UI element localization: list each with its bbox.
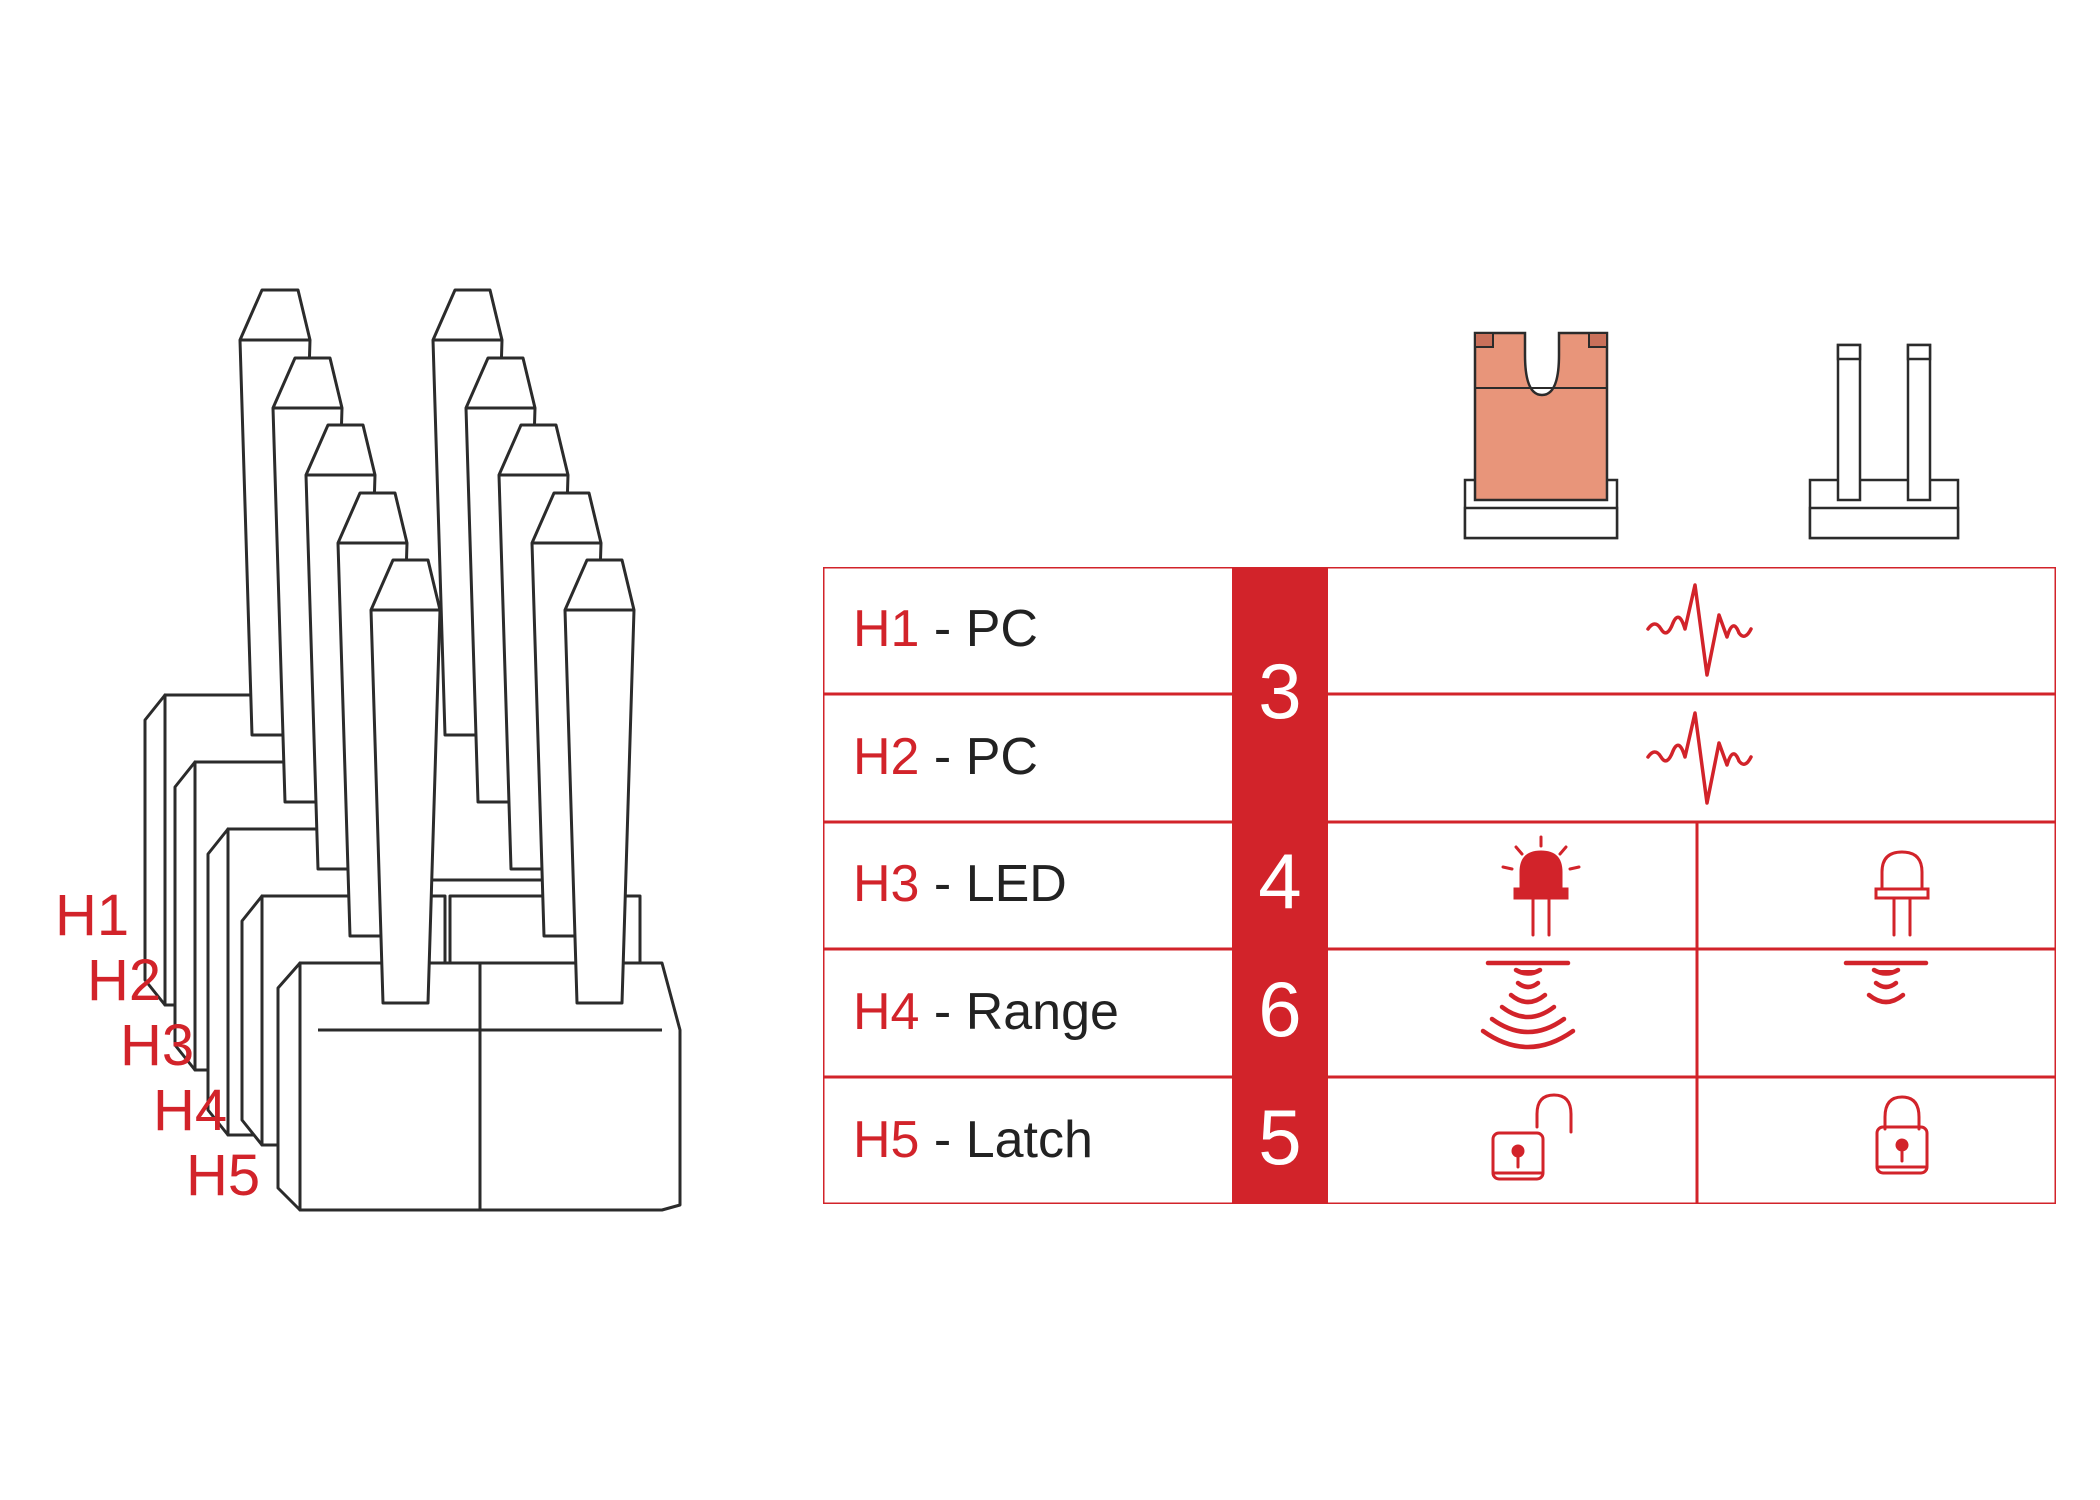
padlock-closed-icon — [1875, 1095, 1929, 1175]
range-short-icon — [1843, 960, 1929, 1005]
row-separator: - — [919, 983, 966, 1041]
jumper-settings-table — [823, 567, 2056, 1204]
row-name: PC — [965, 600, 1038, 658]
jumper-installed-icon — [1463, 331, 1619, 540]
row-name: LED — [965, 855, 1067, 913]
header-label-h3: H3 — [120, 1013, 195, 1078]
row-separator: - — [919, 1111, 966, 1169]
led-off-icon — [1874, 850, 1930, 937]
row-name: Latch — [965, 1111, 1093, 1169]
jumper-removed-icon — [1808, 343, 1960, 540]
header-base-row-5 — [276, 961, 682, 1212]
row-code: H4 — [853, 983, 920, 1041]
header-label-h1: H1 — [55, 883, 130, 948]
header-label-h5: H5 — [186, 1143, 261, 1208]
led-lit-icon — [1501, 835, 1581, 937]
row-code: H5 — [853, 1111, 920, 1169]
number-column — [1232, 567, 1328, 1204]
pin-count-pc: 3 — [1258, 647, 1302, 735]
pin-count-range: 6 — [1258, 965, 1302, 1053]
pin-row-5 — [369, 558, 636, 1005]
row-code: H1 — [853, 600, 920, 658]
row-code: H3 — [853, 855, 920, 913]
row-name: PC — [965, 728, 1038, 786]
row-separator: - — [919, 855, 966, 913]
header-label-h4: H4 — [153, 1078, 228, 1143]
row-separator: - — [919, 728, 966, 786]
row-label-h4: H4 - Range — [853, 986, 1119, 1038]
pulse-waveform-icon — [1646, 583, 1753, 677]
row-separator: - — [919, 600, 966, 658]
pin-count-led: 4 — [1258, 837, 1302, 925]
row-label-h2: H2 - PC — [853, 731, 1038, 783]
row-name: Range — [965, 983, 1119, 1041]
padlock-open-icon — [1491, 1093, 1573, 1181]
row-label-h3: H3 - LED — [853, 858, 1067, 910]
row-code: H2 — [853, 728, 920, 786]
header-label-h2: H2 — [87, 948, 162, 1013]
pulse-waveform-icon — [1646, 711, 1753, 805]
range-long-icon — [1480, 960, 1576, 1050]
pin-count-latch: 5 — [1258, 1093, 1302, 1181]
row-label-h1: H1 - PC — [853, 603, 1038, 655]
row-label-h5: H5 - Latch — [853, 1114, 1093, 1166]
